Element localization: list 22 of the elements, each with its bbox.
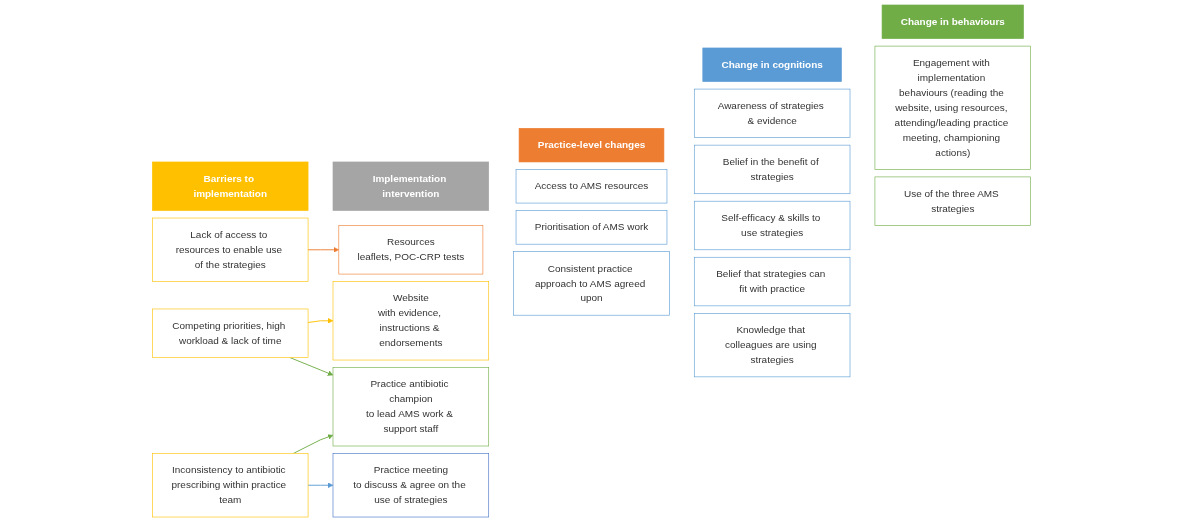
node-box: Awareness of strategies & evidence <box>693 88 851 138</box>
node-box: Website with evidence, instructions & endorsements <box>332 281 490 361</box>
node-box: Practice-level changes <box>518 128 665 163</box>
node-box: Prioritisation of AMS work <box>515 210 668 245</box>
node-box: Knowledge that colleagues are using strategies <box>693 313 851 378</box>
node-box: Engagement with implementation behaviours (reading the website, using resources, attending/leading practice meeting, championing actions) <box>874 45 1031 170</box>
node-box: Lack of access to resources to enable use of the strategies <box>152 217 309 282</box>
node-box: Change in cognitions <box>702 47 842 82</box>
node-box: Resources leaflets, POC-CRP tests <box>338 225 484 275</box>
node-box: Consistent practice approach to AMS agreed upon <box>513 251 670 316</box>
node-box: Use of the three AMS strategies <box>874 176 1031 226</box>
node-box: Belief that strategies can fit with practice <box>693 256 851 307</box>
node-box: Belief in the benefit of strategies <box>693 144 851 195</box>
node-box: Practice meeting to discuss & agree on the use of strategies <box>332 453 490 518</box>
node-box: Competing priorities, high workload & lack of time <box>152 308 309 358</box>
node-box: Self-efficacy & skills to use strategies <box>693 200 851 251</box>
node-box: Implementation intervention <box>332 161 490 211</box>
node-box: Change in behaviours <box>881 4 1024 39</box>
node-box: Practice antibiotic champion to lead AMS work & support staff <box>332 367 490 447</box>
node-box: Inconsistency to antibiotic prescribing within practice team <box>152 453 309 518</box>
node-box: Access to AMS resources <box>515 169 668 204</box>
node-box: Barriers to implementation <box>152 161 309 211</box>
